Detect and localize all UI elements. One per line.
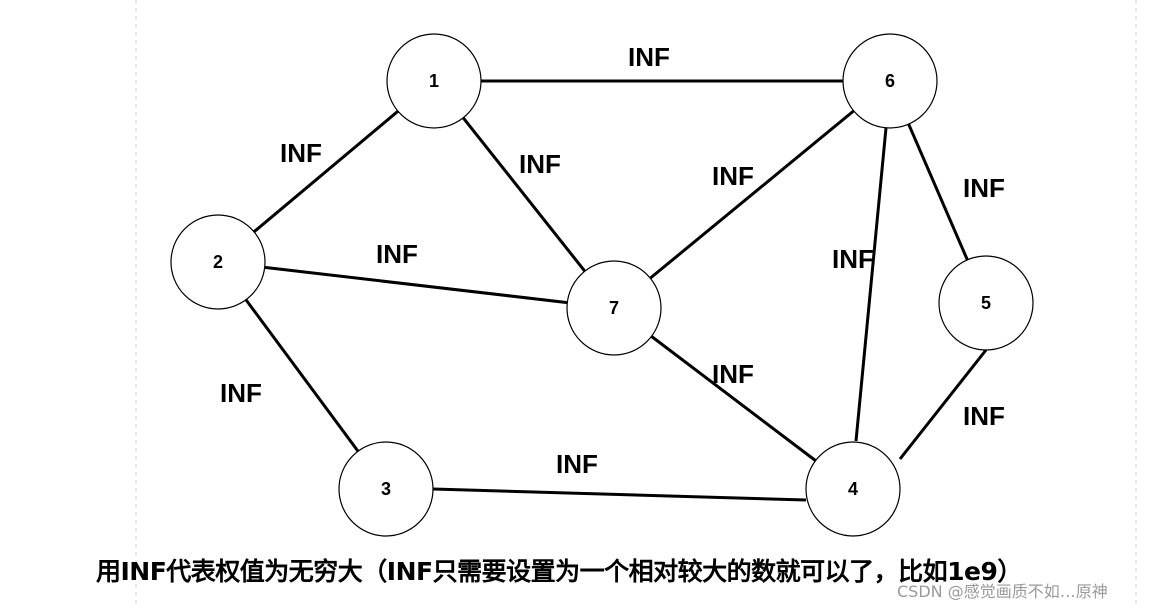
edge-label-6-7: INF	[712, 161, 754, 191]
edge-3-4	[432, 487, 807, 502]
node-circle-7	[566, 260, 662, 356]
edge-6-5	[907, 123, 969, 261]
node-label-5: 5	[981, 293, 991, 313]
edge-labels: INF INF INF INF INF INF INF INF INF INF INF	[220, 42, 1005, 479]
edge-7-4	[650, 335, 817, 462]
node-circle-4	[805, 441, 901, 537]
node-circle-3	[338, 441, 434, 537]
node-label-4: 4	[848, 479, 858, 499]
edge-1-7	[462, 116, 586, 273]
node-5: 5	[938, 255, 1034, 351]
node-circle-6	[842, 33, 938, 129]
node-label-3: 3	[381, 479, 391, 499]
edge-label-1-7: INF	[519, 149, 561, 179]
node-2: 2	[170, 214, 266, 310]
node-circle-2	[170, 214, 266, 310]
node-label-1: 1	[429, 71, 439, 91]
node-4: 4	[805, 441, 901, 537]
edge-2-7	[264, 265, 568, 305]
edges	[244, 79, 988, 502]
edge-6-4	[854, 127, 888, 442]
edge-label-6-5: INF	[963, 173, 1005, 203]
node-6: 6	[842, 33, 938, 129]
edge-label-2-7: INF	[376, 239, 418, 269]
watermark: CSDN @感觉画质不如…原神	[897, 582, 1108, 601]
edge-label-3-4: INF	[556, 449, 598, 479]
edge-label-7-4: INF	[712, 359, 754, 389]
edge-1-2	[253, 110, 399, 233]
edge-label-6-4: INF	[832, 244, 874, 274]
edge-label-2-3: INF	[220, 378, 262, 408]
edge-label-1-2: INF	[280, 138, 322, 168]
caption: 用INF代表权值为无穷大（INF只需要设置为一个相对较大的数就可以了，比如1e9…	[96, 557, 1022, 586]
edge-label-5-4: INF	[963, 401, 1005, 431]
node-label-2: 2	[213, 252, 223, 272]
node-3: 3	[338, 441, 434, 537]
node-1: 1	[386, 33, 482, 129]
edge-6-7	[649, 109, 855, 280]
node-label-7: 7	[609, 298, 619, 318]
node-circle-5	[938, 255, 1034, 351]
node-circle-1	[386, 33, 482, 129]
edge-2-3	[244, 298, 360, 453]
node-7: 7	[566, 260, 662, 356]
node-label-6: 6	[885, 71, 895, 91]
nodes: 1 2 3 4 5 6 7	[170, 33, 1034, 537]
edge-5-4	[898, 349, 988, 460]
edge-label-1-6: INF	[628, 42, 670, 72]
